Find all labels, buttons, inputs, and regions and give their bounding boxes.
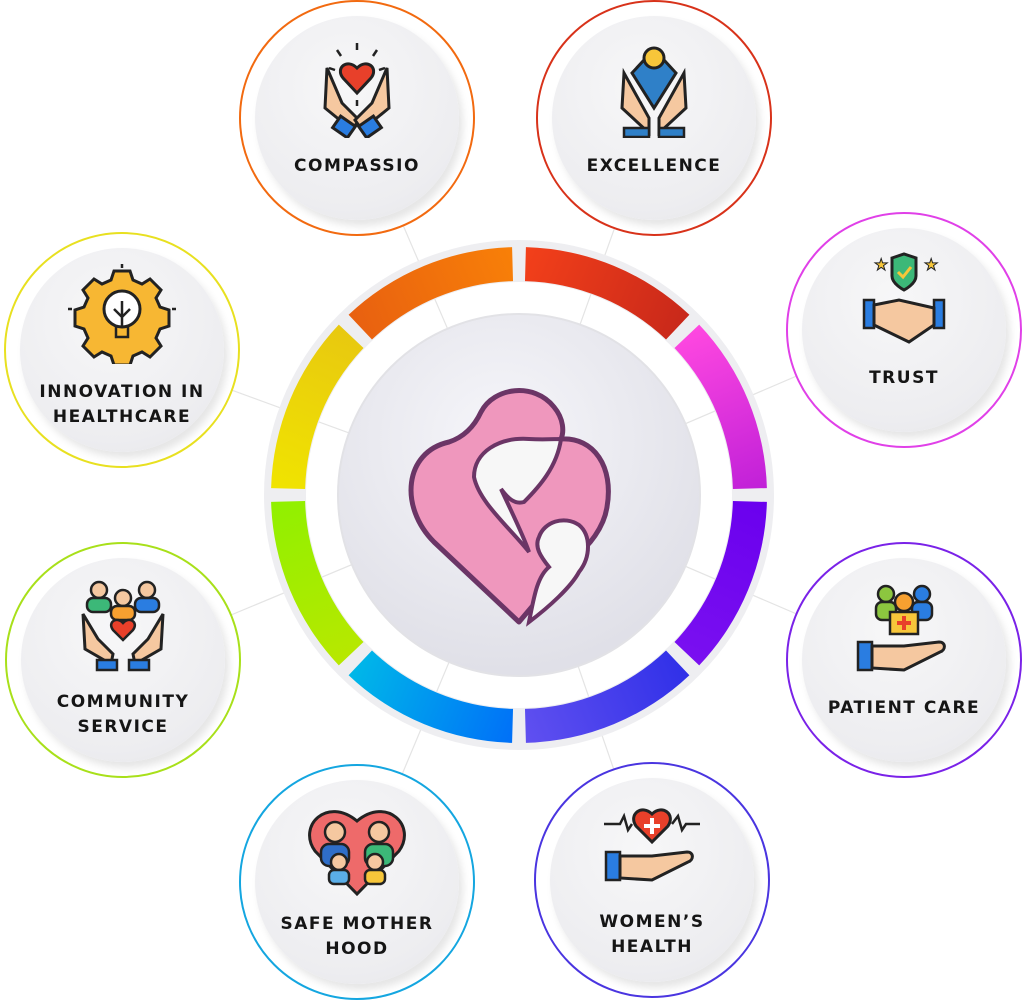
node-label: PATIENT CARE xyxy=(798,696,1010,721)
hands-heart-icon xyxy=(323,43,391,138)
node-label: TRUST xyxy=(798,366,1010,391)
ring-segment-compassion xyxy=(348,247,514,340)
handshake-shield-icon: ★★ xyxy=(862,252,946,344)
node-label-line: HOOD xyxy=(325,939,389,959)
node-label-line: WOMEN’S xyxy=(599,912,705,932)
node-label: INNOVATION IN HEALTHCARE xyxy=(16,380,228,430)
family-heart-icon xyxy=(308,810,406,896)
node-label: EXCELLENCE xyxy=(548,154,760,179)
ring-segment-innovation xyxy=(271,324,364,490)
node-label-line: TRUST xyxy=(869,368,939,388)
ring-segment-womens-health xyxy=(524,650,690,743)
hand-heart-pulse-icon xyxy=(604,808,700,882)
node-label-line: COMMUNITY xyxy=(56,692,190,712)
mother-baby-heart-logo xyxy=(408,388,611,627)
value-node-trust: ★★TRUST xyxy=(786,212,1022,448)
node-label-line: PATIENT CARE xyxy=(827,698,981,718)
node-label-line: HEALTHCARE xyxy=(52,407,192,427)
node-label: COMMUNITY SERVICE xyxy=(17,690,229,740)
node-label-line: COMPASSIO xyxy=(294,156,420,176)
node-label: WOMEN’S HEALTH xyxy=(546,910,758,960)
svg-text:★: ★ xyxy=(874,255,888,274)
value-node-patient-care: PATIENT CARE xyxy=(786,542,1022,778)
color-ring xyxy=(264,240,774,750)
node-label-line: HEALTH xyxy=(611,937,693,957)
node-label: COMPASSIO xyxy=(251,154,463,179)
ring-segment-community-service xyxy=(271,500,364,666)
value-node-community-service: COMMUNITY SERVICE xyxy=(5,542,241,778)
node-label-line: EXCELLENCE xyxy=(586,156,722,176)
svg-text:★: ★ xyxy=(924,255,938,274)
value-node-womens-health: WOMEN’S HEALTH xyxy=(534,762,770,998)
hands-community-icon xyxy=(81,580,165,672)
hands-diamond-bulb-icon xyxy=(620,46,688,138)
gear-bulb-icon xyxy=(68,264,176,364)
value-node-safe-motherhood: SAFE MOTHER HOOD xyxy=(239,764,475,1000)
ring-segment-patient-care xyxy=(674,500,767,666)
hand-patients-icon xyxy=(856,584,946,672)
ring-segment-safe-motherhood xyxy=(348,650,514,743)
value-node-excellence: EXCELLENCE xyxy=(536,0,772,236)
node-label-line: SAFE MOTHER xyxy=(280,914,434,934)
value-node-compassion: COMPASSIO xyxy=(239,0,475,236)
node-label-line: INNOVATION IN xyxy=(39,382,205,402)
node-label: SAFE MOTHER HOOD xyxy=(251,912,463,962)
node-label-line: SERVICE xyxy=(77,717,169,737)
value-node-innovation: INNOVATION IN HEALTHCARE xyxy=(4,232,240,468)
ring-segment-excellence xyxy=(524,247,690,340)
ring-segment-trust xyxy=(674,324,767,490)
